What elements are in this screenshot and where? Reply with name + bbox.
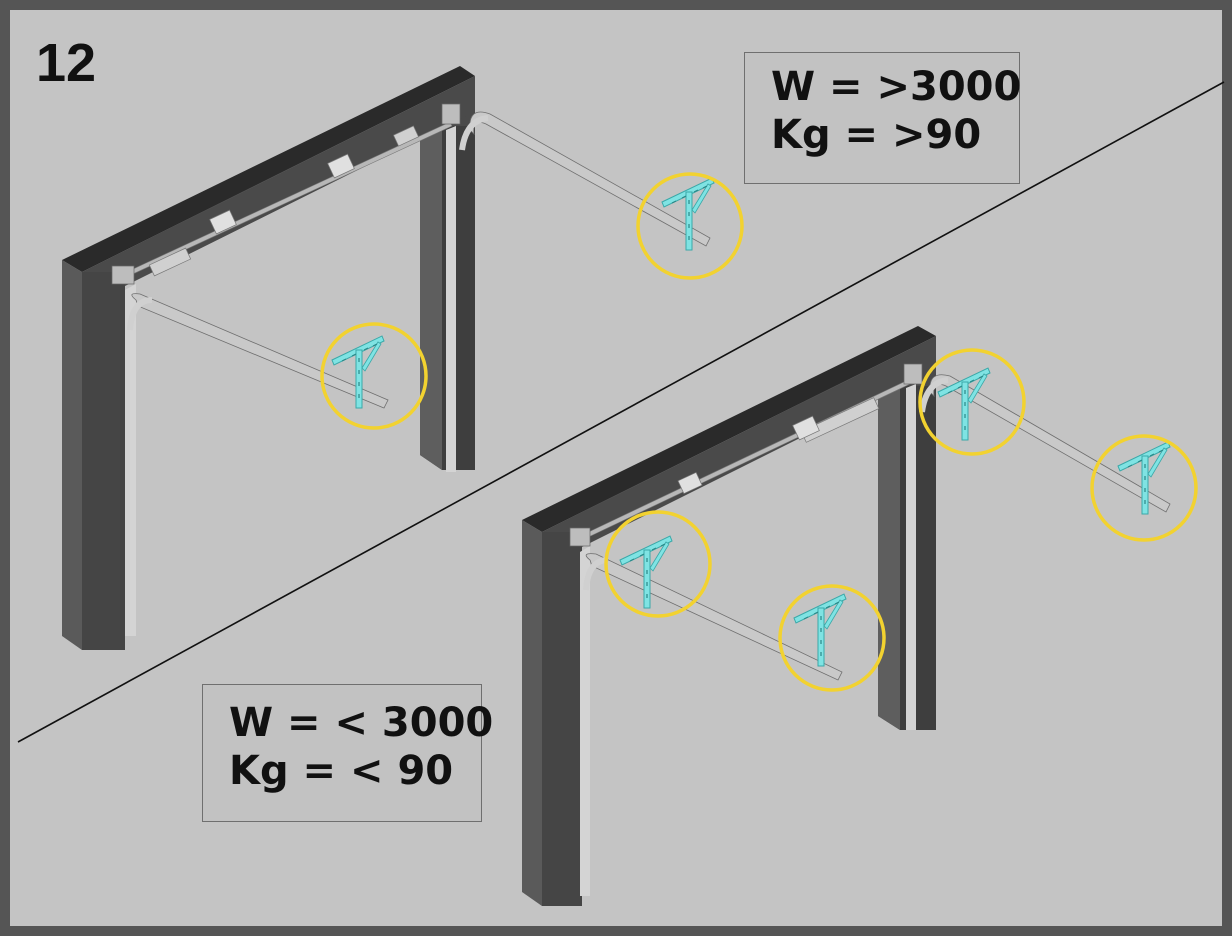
highlight-circle	[636, 172, 744, 280]
spec-box-small: W = < 3000 Kg = < 90	[202, 684, 494, 822]
highlight-circle	[1090, 434, 1198, 542]
weight-spec: Kg = >90	[771, 112, 982, 158]
door-frame-large	[62, 66, 711, 650]
divider-line	[17, 81, 1225, 743]
highlight-circle	[320, 322, 428, 430]
width-spec: W = < 3000	[229, 700, 494, 746]
highlight-circle	[918, 348, 1026, 456]
width-spec: W = >3000	[771, 64, 1022, 110]
highlight-circle	[778, 584, 886, 692]
spec-box-large: W = >3000 Kg = >90	[744, 52, 1022, 184]
door-frame-small	[522, 326, 1171, 906]
highlight-circle	[604, 510, 712, 618]
weight-spec: Kg = < 90	[229, 748, 454, 794]
step-number: 12	[36, 33, 97, 93]
